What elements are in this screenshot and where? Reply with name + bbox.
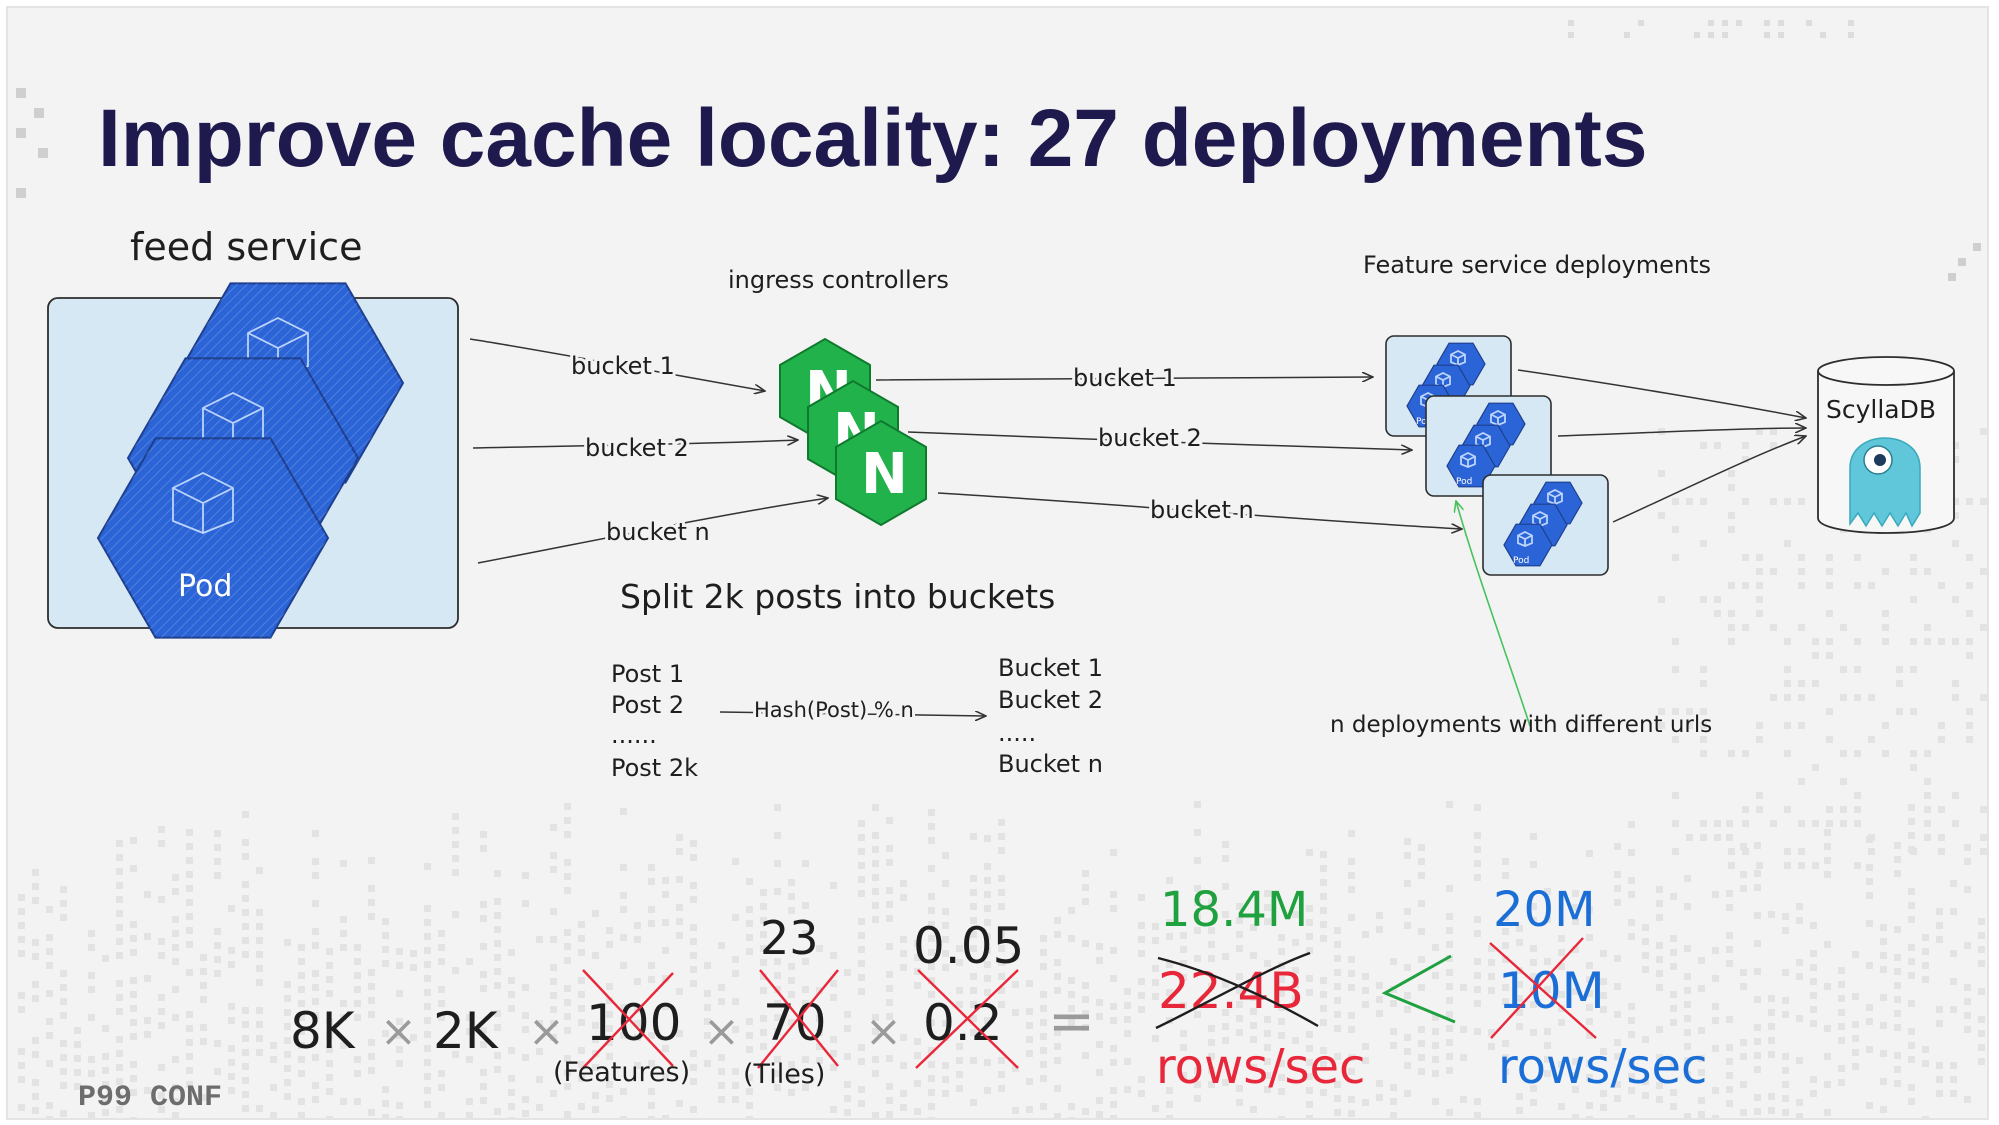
cross-out-mark <box>582 969 674 1069</box>
pod-stack-icon <box>96 282 405 639</box>
feed-service-label: feed service <box>130 225 362 269</box>
eq-tiles-new: 23 <box>760 911 819 965</box>
left-bucket-n-label: bucket n <box>606 518 710 546</box>
right-bucket-2-label: bucket 2 <box>1098 424 1202 452</box>
mini-pod-label: Pod <box>1456 477 1472 487</box>
equation: 8K × 2K × 100 (Features) × 23 70 (Tiles)… <box>290 882 1707 1095</box>
left-bucket-1-label: bucket 1 <box>571 352 675 380</box>
cube-icon <box>1450 349 1466 366</box>
right-bucket-n-label: bucket n <box>1150 496 1254 524</box>
posts-list: Post 1 Post 2 ...... Post 2k <box>611 660 698 782</box>
eq-capacity-new: 20M <box>1493 882 1596 938</box>
cube-icon <box>1490 409 1506 426</box>
right-bucket-1-label: bucket 1 <box>1073 364 1177 392</box>
scylladb-label: ScyllaDB <box>1826 395 1936 424</box>
left-bucket-2-label: bucket 2 <box>585 434 689 462</box>
cube-icon <box>1517 530 1533 547</box>
ingress-controllers-label: ingress controllers <box>728 266 949 294</box>
eq-features-caption: (Features) <box>553 1057 690 1088</box>
post-item: ...... <box>611 721 657 749</box>
right-arrows <box>875 369 1806 529</box>
page-title: Improve cache locality: 27 deployments <box>98 93 1647 184</box>
feature-service-label: Feature service deployments <box>1363 251 1711 279</box>
scylla-monster-icon <box>1849 437 1921 528</box>
diagram-canvas: Improve cache locality: 27 deployments f… <box>16 20 1987 1118</box>
eq-tiles-caption: (Tiles) <box>743 1059 825 1090</box>
eq-times: × <box>703 1006 740 1057</box>
eq-ratio-new: 0.05 <box>913 917 1024 975</box>
cross-out-mark <box>757 969 839 1069</box>
cube-icon <box>1547 488 1563 505</box>
nginx-hexagon <box>835 419 927 527</box>
bucket-item: Bucket 1 <box>998 654 1103 682</box>
urls-note: n deployments with different urls <box>1330 712 1712 738</box>
cross-out-mark <box>1155 951 1319 1030</box>
cube-icon <box>1460 451 1476 468</box>
decor-dots <box>16 88 1981 281</box>
pod-hatch <box>98 438 328 638</box>
eq-times: × <box>528 1006 565 1057</box>
bucket-item: Bucket 2 <box>998 686 1103 714</box>
cube-icon <box>172 471 234 534</box>
eq-term-2k: 2K <box>433 1002 499 1060</box>
eq-times: × <box>865 1006 902 1057</box>
bucket-item: Bucket n <box>998 750 1103 778</box>
less-than-sign <box>1381 954 1456 1024</box>
eq-term-8k: 8K <box>290 1002 356 1060</box>
left-arrows <box>469 338 828 564</box>
mini-pod-label: Pod <box>1416 417 1432 427</box>
slide: Improve cache locality: 27 deployments f… <box>6 6 1989 1120</box>
urls-pointer-arrow <box>1456 501 1531 727</box>
bucket-item: ..... <box>998 719 1036 747</box>
eq-equals: = <box>1048 989 1095 1054</box>
eq-result-unit: rows/sec <box>1156 1039 1365 1095</box>
buckets-list: Bucket 1 Bucket 2 ..... Bucket n <box>998 654 1103 778</box>
post-item: Post 2 <box>611 691 684 719</box>
pod-label: Pod <box>178 569 232 604</box>
mini-pod-label: Pod <box>1513 556 1529 566</box>
eq-capacity-unit: rows/sec <box>1498 1039 1707 1095</box>
hash-arrow <box>719 712 986 716</box>
nginx-letter: N <box>861 442 908 507</box>
cross-out-mark <box>915 969 1019 1069</box>
cross-out-mark <box>1489 937 1597 1039</box>
p99-conf-logo: P99 CONF <box>78 1081 222 1115</box>
hash-label: Hash(Post) % n <box>754 698 914 722</box>
eq-times: × <box>380 1006 417 1057</box>
split-posts-title: Split 2k posts into buckets <box>620 577 1055 616</box>
post-item: Post 2k <box>611 754 698 782</box>
eq-result-new: 18.4M <box>1160 882 1308 938</box>
background-dot-field <box>18 20 1987 1118</box>
nginx-stack-icon: NNN <box>779 337 927 527</box>
post-item: Post 1 <box>611 660 684 688</box>
